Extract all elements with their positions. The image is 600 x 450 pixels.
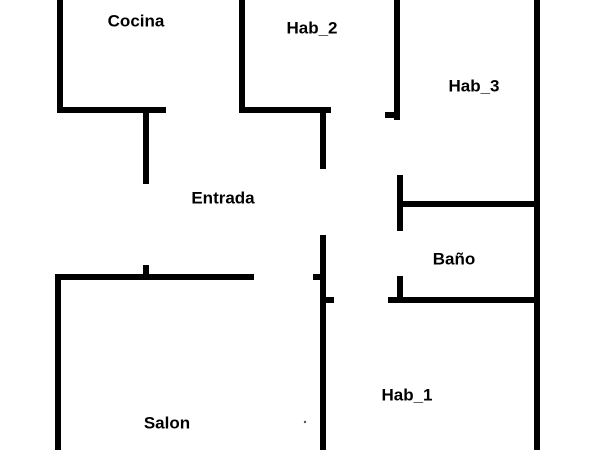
room-label-cocina: Cocina <box>108 11 165 30</box>
walls <box>55 0 540 450</box>
room-label-hab-3: Hab_3 <box>448 76 499 95</box>
room-label-hab-2: Hab_2 <box>286 18 337 37</box>
room-labels: Cocina Hab_2 Hab_3 Entrada Baño Hab_1 Sa… <box>108 11 500 432</box>
room-label-salon: Salon <box>144 413 190 432</box>
room-label-hab-1: Hab_1 <box>381 385 432 404</box>
room-label-entrada: Entrada <box>191 188 255 207</box>
pencil-dot <box>303 420 307 424</box>
room-label-bano: Baño <box>433 249 476 268</box>
